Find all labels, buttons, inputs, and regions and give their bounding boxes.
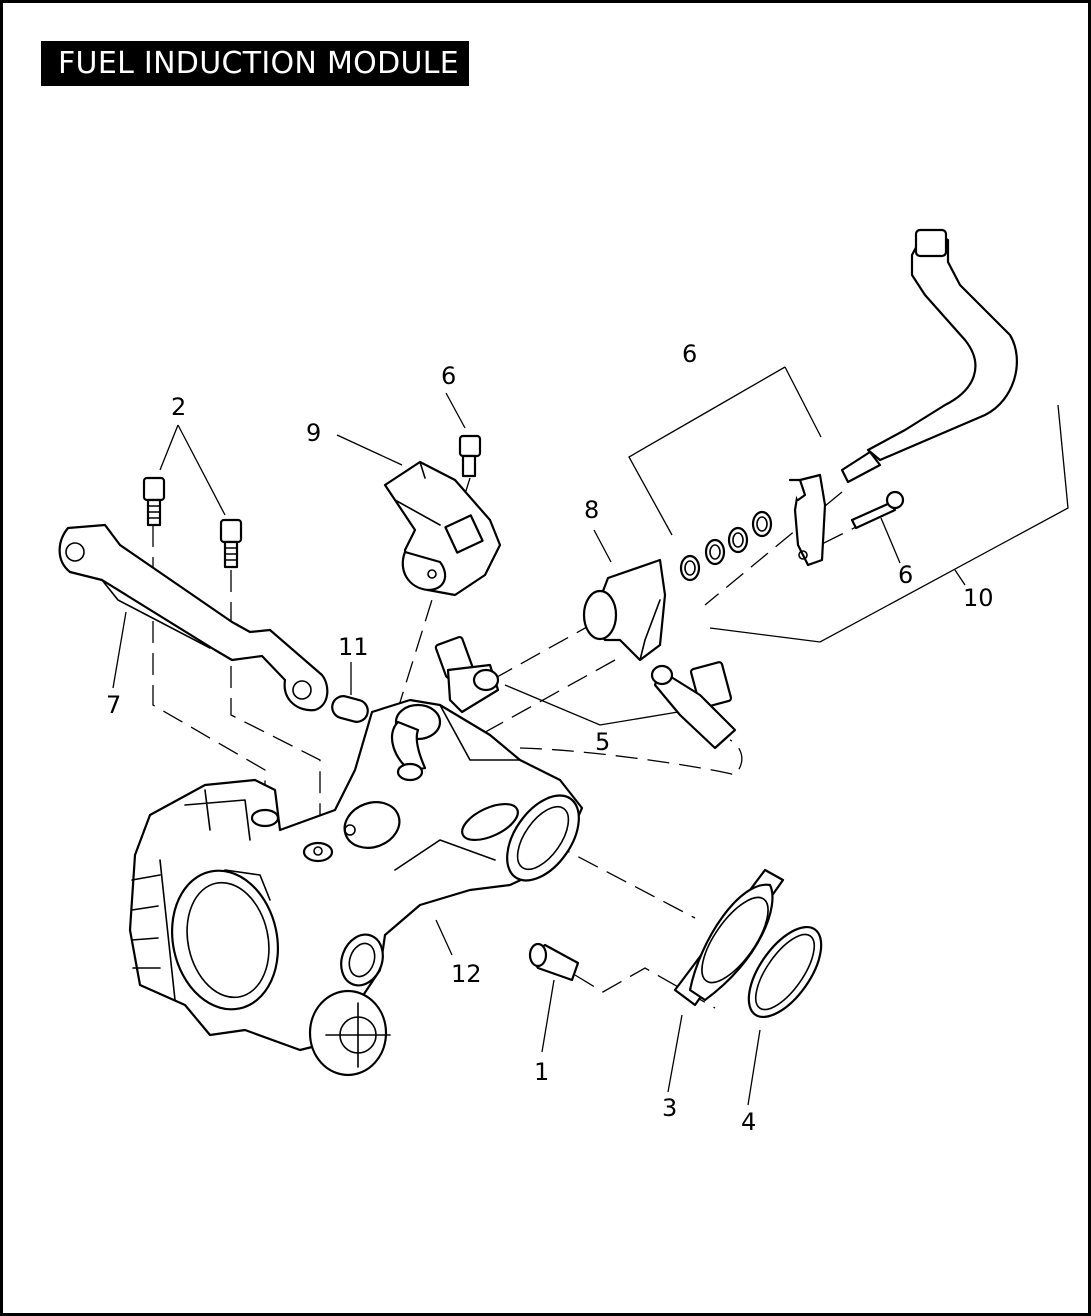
callout-6-clip-screw: 6 [898,561,913,589]
leader-lines [112,366,1069,1106]
cap-11 [331,695,369,723]
diagram-title: FUEL INDUCTION MODULE [41,41,470,86]
callout-12: 12 [451,960,482,988]
screw-6-sensor [458,434,482,478]
callout-1: 1 [534,1058,549,1086]
o-ring-4 [747,925,823,1019]
callout-labels: 1 2 3 4 5 6 6 6 7 8 9 10 11 12 [106,340,994,1136]
callout-6-washers: 6 [682,340,697,368]
screws-2 [142,476,243,569]
induction-module-body [128,698,584,1077]
callout-3: 3 [662,1094,677,1122]
sensor-9 [383,460,502,597]
gasket-3 [673,868,785,1007]
callout-2: 2 [171,393,186,421]
callout-11: 11 [338,633,369,661]
callout-4: 4 [741,1108,756,1136]
callout-7: 7 [106,691,121,719]
callout-5: 5 [595,728,610,756]
bracket-7 [58,523,329,712]
callout-6-sensor-screw: 6 [441,362,456,390]
housing-8 [582,558,667,662]
screw-1 [528,942,580,982]
callout-9: 9 [306,419,321,447]
fuel-line-10 [679,228,1018,582]
injectors-5 [434,635,737,750]
callout-8: 8 [584,496,599,524]
callout-10: 10 [963,584,994,612]
